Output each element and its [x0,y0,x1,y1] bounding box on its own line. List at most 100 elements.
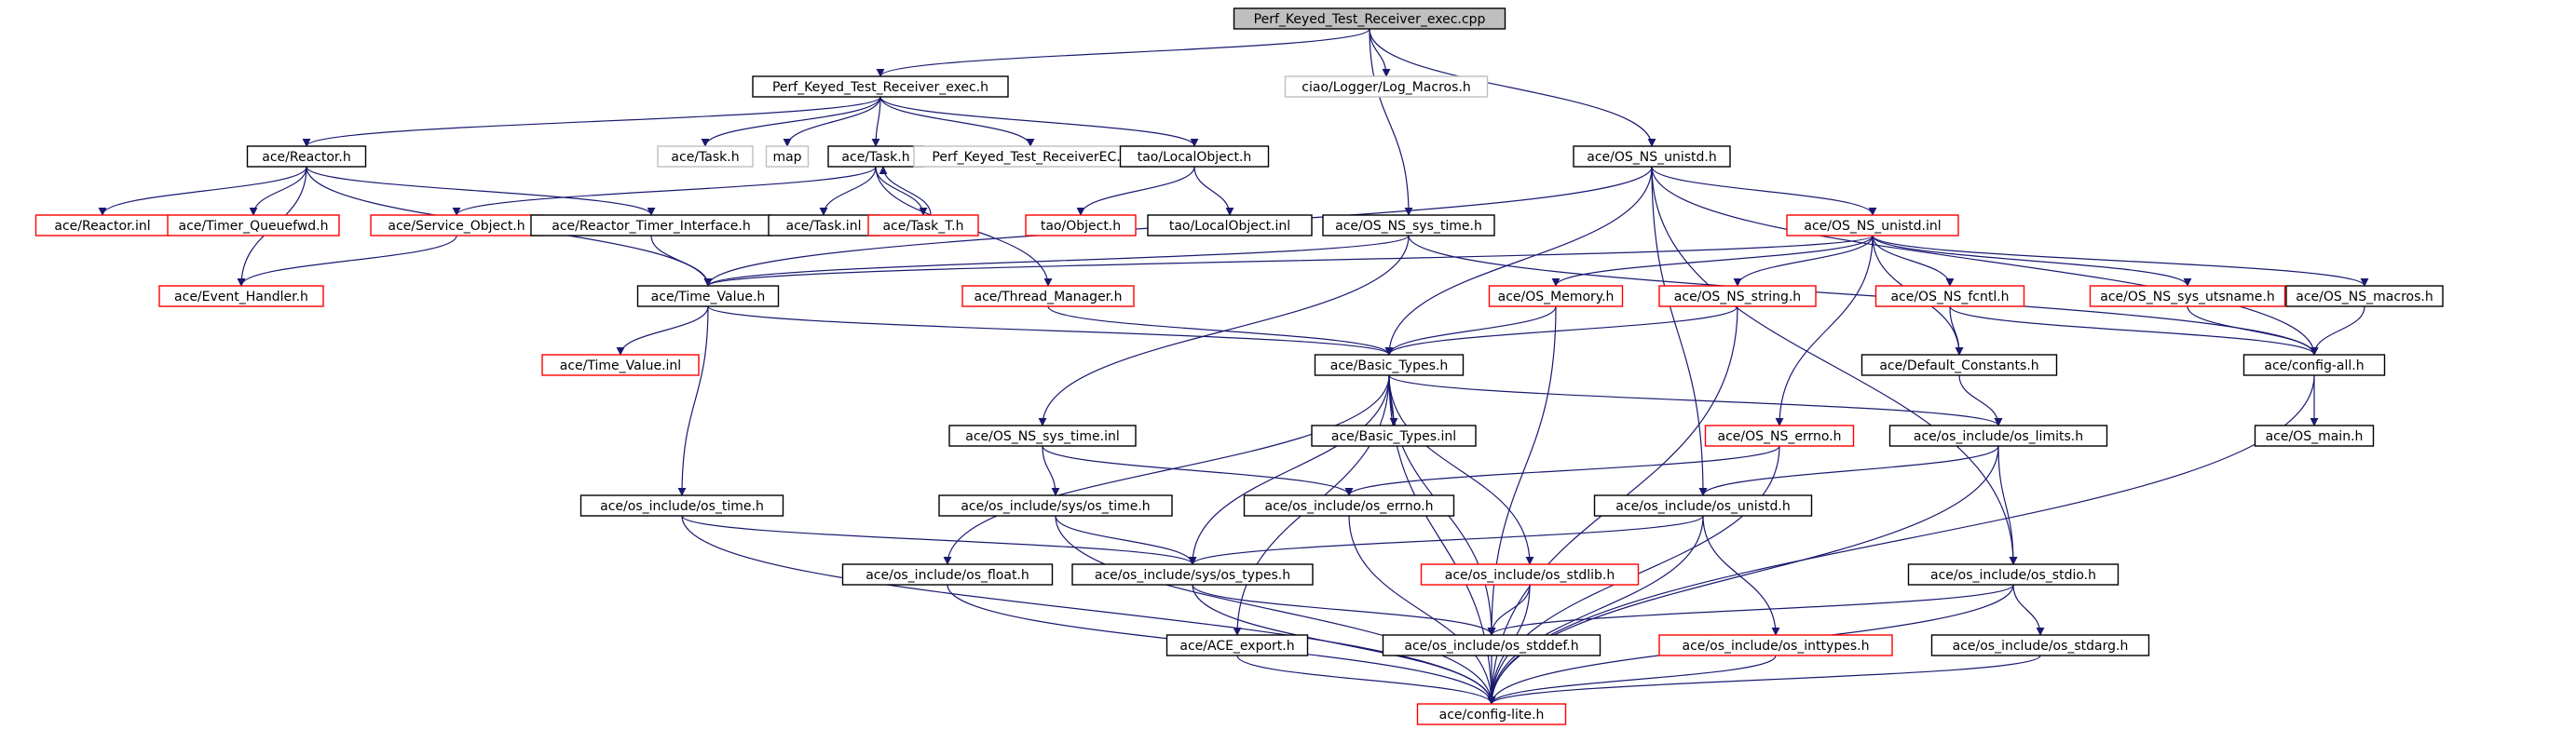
node-os_limits[interactable]: ace/os_include/os_limits.h [1888,425,2108,447]
node-os_memory[interactable]: ace/OS_Memory.h [1488,285,1624,307]
node-label: ace/Task.h [841,150,909,165]
node-os_ns_unistd_h[interactable]: ace/OS_NS_unistd.h [1573,145,1731,168]
node-label: ace/OS_NS_sys_utsname.h [2100,290,2274,304]
node-tao_object[interactable]: tao/Object.h [1025,214,1137,237]
node-os_ns_sys_time_inl[interactable]: ace/OS_NS_sys_time.inl [948,425,1137,447]
node-label: ace/Task_T.h [882,219,963,234]
node-box [1322,214,1495,237]
node-service_obj[interactable]: ace/Service_Object.h [370,214,543,237]
node-os_unistd[interactable]: ace/os_include/os_unistd.h [1593,494,1813,517]
edge-os_limits-to-os_stdio [1997,445,2018,565]
node-os_ns_sys_utsname[interactable]: ace/OS_NS_sys_utsname.h [2089,285,2286,307]
node-box [1573,145,1731,168]
node-os_stdlib[interactable]: ace/os_include/os_stdlib.h [1420,563,1640,586]
edge-os_ns_errno-to-os_errno [1344,445,1780,496]
edge-os_ns_unistd_inl-to-os_ns_errno [1775,235,1874,426]
node-event_handler[interactable]: ace/Event_Handler.h [158,285,324,307]
node-os_stdarg[interactable]: ace/os_include/os_stdarg.h [1930,634,2150,656]
node-task_t[interactable]: ace/Task_T.h [867,214,979,237]
node-box [158,285,324,307]
node-reactor_inl[interactable]: ace/Reactor.inl [34,214,170,237]
node-box [765,145,810,168]
edge-reactor_h-to-reactor_inl [98,166,307,216]
edge-os_ns_string-to-basic_types_h [1384,305,1738,356]
node-os_float[interactable]: ace/os_include/os_float.h [841,563,1054,586]
node-os_time[interactable]: ace/os_include/os_time.h [579,494,784,517]
node-config_all[interactable]: ace/config-all.h [2242,354,2386,376]
node-os_main[interactable]: ace/OS_main.h [2254,425,2375,447]
node-os_stddef[interactable]: ace/os_include/os_stddef.h [1382,634,1601,656]
node-box [1165,634,1309,656]
node-label: ace/os_include/os_float.h [865,568,1029,583]
node-default_consts[interactable]: ace/Default_Constants.h [1860,354,2058,376]
node-log_macros: ciao/Logger/Log_Macros.h [1284,75,1489,98]
node-localobj_h[interactable]: tao/LocalObject.h [1119,145,1270,168]
node-task_h[interactable]: ace/Task.h [827,145,924,168]
node-os_inttypes[interactable]: ace/os_include/os_inttypes.h [1658,634,1893,656]
node-os_ns_sys_time_h[interactable]: ace/OS_NS_sys_time.h [1322,214,1495,237]
node-box [246,145,367,168]
edge-task_h-to-task_t [875,166,928,216]
node-timer_qfwd[interactable]: ace/Timer_Queuefwd.h [167,214,340,237]
edge-os_ns_fcntl-to-default_consts [1949,305,1964,356]
node-box [961,285,1135,307]
edge-service_obj-to-event_handler [237,235,457,287]
node-label: ace/os_include/os_unistd.h [1615,499,1790,514]
edge-os_ns_sys_time_h-to-config_all [1408,235,2319,356]
node-reactor_h[interactable]: ace/Reactor.h [246,145,367,168]
edge-thread_mgr-to-basic_types_h [1047,305,1394,356]
edge-os_ns_unistd_h-to-basic_types_h [1384,166,1653,356]
edge-localobj_h-to-tao_object [1076,166,1195,216]
node-thread_mgr[interactable]: ace/Thread_Manager.h [961,285,1135,307]
node-box [841,563,1054,586]
node-label: tao/Object.h [1041,219,1121,234]
node-basic_types_h[interactable]: ace/Basic_Types.h [1314,354,1465,376]
node-reactor_timer[interactable]: ace/Reactor_Timer_Interface.h [530,214,772,237]
node-label: ace/Task.inl [786,219,862,234]
node-label: ace/Task.h [671,150,739,165]
node-label: ace/os_include/os_time.h [600,499,764,514]
node-label: ace/Default_Constants.h [1879,358,2038,373]
node-label: ace/Reactor.inl [54,219,150,234]
node-box [1071,563,1314,586]
node-basic_types_inl[interactable]: ace/Basic_Types.inl [1311,425,1477,447]
node-box [2242,354,2386,376]
edge-exec_h-to-task_h_ext [701,96,881,147]
node-config_lite[interactable]: ace/config-lite.h [1416,703,1567,725]
edge-os_stdarg-to-config_lite [1487,655,2041,705]
node-box [1233,7,1506,30]
node-os_ns_unistd_inl[interactable]: ace/OS_NS_unistd.inl [1786,214,1959,237]
node-os_ns_fcntl[interactable]: ace/OS_NS_fcntl.h [1874,285,2025,307]
node-time_value_inl[interactable]: ace/Time_Value.inl [541,354,700,376]
edge-os_stdio-to-os_stdarg [2012,584,2045,636]
node-ace_export[interactable]: ace/ACE_export.h [1165,634,1309,656]
node-exec_h[interactable]: Perf_Keyed_Test_Receiver_exec.h [752,75,1009,98]
edge-sys_os_time-to-sys_os_types [1055,515,1197,565]
node-box [938,494,1173,517]
edge-os_ns_unistd_h-to-os_stdio [1651,166,2018,565]
node-sys_os_types[interactable]: ace/os_include/sys/os_types.h [1071,563,1314,586]
node-os_ns_macros[interactable]: ace/OS_NS_macros.h [2285,285,2444,307]
node-os_ns_string[interactable]: ace/OS_NS_string.h [1658,285,1817,307]
node-os_stdio[interactable]: ace/os_include/os_stdio.h [1907,563,2119,586]
edge-os_unistd-to-os_inttypes [1702,515,1780,636]
edge-os_ns_macros-to-config_all [2310,305,2365,356]
node-time_value_h[interactable]: ace/Time_Value.h [636,285,780,307]
edge-os_stdio-to-os_stddef [1487,584,2014,636]
node-localobj_inl[interactable]: tao/LocalObject.inl [1147,214,1313,237]
node-os_errno[interactable]: ace/os_include/os_errno.h [1243,494,1455,517]
node-box [1874,285,2025,307]
edge-config_all-to-config_lite [1487,374,2315,705]
node-sys_os_time[interactable]: ace/os_include/sys/os_time.h [938,494,1173,517]
node-root[interactable]: Perf_Keyed_Test_Receiver_exec.cpp [1233,7,1506,30]
node-label: ace/Reactor_Timer_Interface.h [552,219,750,234]
node-label: ace/OS_NS_macros.h [2296,290,2433,304]
node-task_inl[interactable]: ace/Task.inl [768,214,879,237]
node-box [1860,354,2058,376]
node-box [1658,634,1893,656]
node-label: ace/OS_main.h [2266,429,2364,444]
node-os_ns_errno[interactable]: ace/OS_NS_errno.h [1704,425,1855,447]
node-box [2254,425,2375,447]
edge-basic_types_h-to-os_stdlib [1388,374,1534,565]
